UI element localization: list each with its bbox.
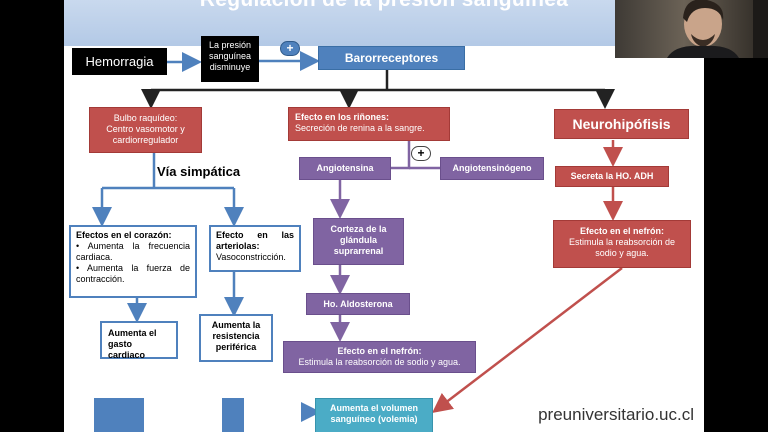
- bulbo-line-3: cardiorregulador: [112, 135, 179, 145]
- arrows-layer: [92, 51, 623, 432]
- resistencia-line-2: resistencia: [212, 331, 260, 341]
- aldosterona-label: Ho. Aldosterona: [323, 299, 393, 309]
- corazon-title: Efectos en el corazón:: [76, 230, 172, 240]
- corazon-item-2: • Aumenta la fuerza de contracción.: [76, 263, 190, 284]
- presion-box: La presión sanguínea disminuye: [201, 36, 259, 82]
- nefron-adh-line-1: Estimula la reabsorción de: [568, 237, 676, 247]
- presion-line-3: disminuye: [209, 62, 251, 72]
- corteza-box: Corteza de la glándula suprarrenal: [313, 218, 404, 265]
- arteriolas-box: Efecto en las arteriolas: Vasoconstricci…: [209, 225, 301, 272]
- via-simpatica-heading: Vía simpática: [157, 164, 241, 179]
- corteza-line-3: suprarrenal: [333, 246, 384, 256]
- bulbo-box: Bulbo raquídeo: Centro vasomotor y cardi…: [89, 107, 202, 153]
- volumen-box: Aumenta el volumen sanguíneo (volemia): [315, 398, 433, 432]
- bottom-bar-left: [94, 398, 144, 432]
- corazon-item-1: • Aumenta la frecuencia cardiaca.: [76, 241, 190, 262]
- presion-line-1: La presión: [208, 40, 252, 50]
- nefron-aldo-text: Estimula la reabsorción de sodio y agua.: [298, 357, 461, 367]
- slide-title: Regulación de la presión sanguínea: [64, 0, 704, 12]
- arteriolas-text: Vasoconstricción.: [216, 252, 286, 262]
- riñones-box: Efecto en los riñones: Secreción de reni…: [288, 107, 450, 141]
- presenter-webcam: [615, 0, 768, 58]
- nefron-aldo-box: Efecto en el nefrón: Estimula la reabsor…: [283, 341, 476, 373]
- resistencia-line-1: Aumenta la: [211, 320, 261, 330]
- hemorragia-label: Hemorragia: [85, 54, 154, 69]
- corteza-line-2: glándula: [339, 235, 377, 245]
- nefron-adh-line-2: sodio y agua.: [595, 248, 649, 258]
- aldosterona-box: Ho. Aldosterona: [306, 293, 410, 315]
- nefron-adh-box: Efecto en el nefrón: Estimula la reabsor…: [553, 220, 691, 268]
- plus-icon: +: [411, 146, 431, 161]
- volumen-line-2: sanguíneo (volemia): [330, 414, 418, 424]
- nefron-adh-title: Efecto en el nefrón:: [579, 226, 664, 236]
- angiotensina-box: Angiotensina: [299, 157, 391, 180]
- barorreceptores-box: Barorreceptores: [318, 46, 465, 70]
- barorreceptores-label: Barorreceptores: [344, 51, 439, 65]
- nefron-aldo-title: Efecto en el nefrón:: [337, 346, 422, 356]
- presenter-silhouette: [667, 0, 768, 58]
- secreta-adh-label: Secreta la HO. ADH: [570, 171, 654, 181]
- corteza-line-1: Corteza de la: [330, 224, 387, 234]
- slide: Regulación de la presión sanguínea: [64, 0, 704, 432]
- hemorragia-box: Hemorragia: [72, 48, 167, 75]
- neurohipofisis-box: Neurohipófisis: [554, 109, 689, 139]
- arteriolas-title: Efecto en las arteriolas:: [216, 230, 294, 251]
- volumen-line-1: Aumenta el volumen: [329, 403, 419, 413]
- angiotensinogeno-box: Angiotensinógeno: [440, 157, 544, 180]
- title-bar: Regulación de la presión sanguínea: [64, 0, 704, 46]
- bulbo-line-2: Centro vasomotor y: [106, 124, 185, 134]
- resistencia-line-3: periférica: [215, 342, 257, 352]
- gasto-line-1: Aumenta el: [108, 328, 157, 338]
- plus-icon: +: [280, 41, 300, 56]
- gasto-line-2: gasto cardiaco: [108, 339, 146, 360]
- corazon-box: Efectos en el corazón: • Aumenta la frec…: [69, 225, 197, 298]
- presion-line-2: sanguínea: [208, 51, 252, 61]
- neurohipofisis-label: Neurohipófisis: [572, 116, 671, 132]
- gasto-box: Aumenta el gasto cardiaco: [100, 321, 178, 360]
- angiotensina-label: Angiotensina: [316, 163, 374, 173]
- resistencia-box: Aumenta la resistencia periférica: [199, 314, 273, 362]
- bulbo-line-1: Bulbo raquídeo:: [113, 113, 178, 123]
- bottom-bar-right: [222, 398, 244, 432]
- riñones-title: Efecto en los riñones:: [295, 112, 390, 122]
- arrow-nefron-volumen: [432, 267, 623, 414]
- footer-url: preuniversitario.uc.cl: [538, 405, 694, 424]
- riñones-text: Secreción de renina a la sangre.: [295, 123, 425, 133]
- angiotensinogeno-label: Angiotensinógeno: [452, 163, 532, 173]
- secreta-adh-box: Secreta la HO. ADH: [555, 166, 669, 187]
